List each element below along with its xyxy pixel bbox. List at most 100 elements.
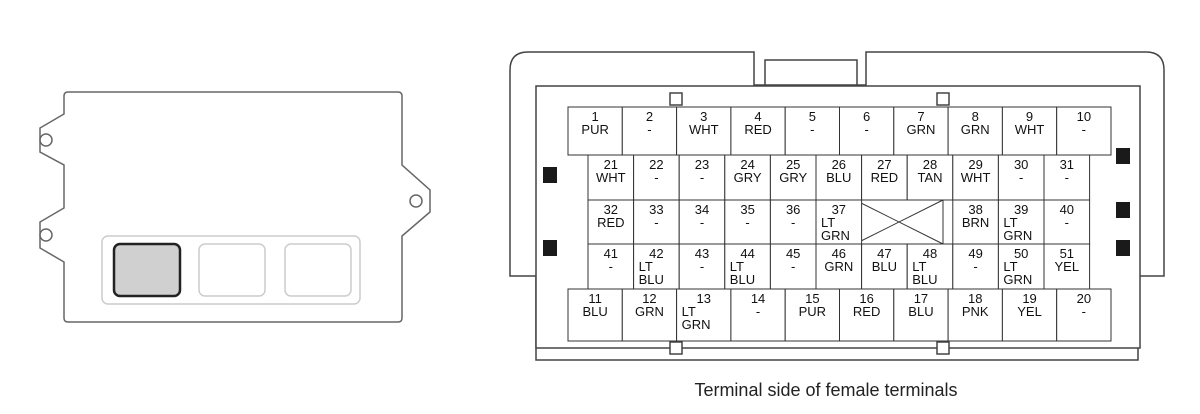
wire-color: BLU (908, 304, 933, 319)
wire-color: - (1019, 170, 1023, 185)
terminal-number: 2 (646, 109, 653, 124)
wire-color: - (654, 170, 658, 185)
wire-color: - (700, 170, 704, 185)
terminal-cavity (1043, 199, 1091, 245)
wire-color: RED (597, 215, 624, 230)
terminal-number: 11 (588, 291, 602, 306)
wire-color: BLU (872, 259, 897, 274)
terminal-number: 19 (1022, 291, 1036, 306)
terminal-cavity (678, 243, 726, 290)
terminal-cavity (784, 106, 841, 156)
terminal-number: 23 (695, 157, 709, 172)
terminal-cell-30: 30- (997, 154, 1045, 201)
alignment-key-left-2 (543, 240, 557, 256)
terminal-number: 32 (604, 202, 618, 217)
terminal-number: 30 (1014, 157, 1028, 172)
terminal-cavity (676, 288, 732, 342)
terminal-cell-41: 41- (587, 243, 635, 290)
terminal-number: 26 (832, 157, 846, 172)
terminal-cavity (724, 243, 771, 290)
wire-color: PUR (799, 304, 826, 319)
wire-color: LT (1003, 215, 1017, 230)
wire-color: BLU (826, 170, 851, 185)
terminal-cavity (769, 154, 817, 201)
terminal-number: 3 (700, 109, 707, 124)
wire-color: - (1065, 215, 1069, 230)
wire-color: RED (871, 170, 898, 185)
terminal-cavity (997, 243, 1045, 290)
terminal-cavity (839, 106, 895, 156)
terminal-cavity (730, 106, 786, 156)
mounting-hole-bottom-left (39, 228, 53, 242)
terminal-cavity (784, 288, 841, 342)
alignment-key-left-1 (543, 167, 557, 183)
wire-color: GRN (824, 259, 853, 274)
terminal-cavity (1043, 243, 1091, 290)
terminal-cell-34: 34- (678, 199, 726, 245)
key-notch-bottom-right (936, 341, 950, 355)
terminal-cavity (587, 154, 635, 201)
wire-color: GRN (907, 122, 936, 137)
terminal-number: 22 (649, 157, 663, 172)
terminal-cavity (906, 243, 954, 290)
wire-color: LT (912, 259, 926, 274)
terminal-cavity (1056, 288, 1112, 342)
terminal-number: 46 (832, 246, 846, 261)
terminal-number: 47 (877, 246, 891, 261)
wire-color: GRN (961, 122, 990, 137)
terminal-cavity (997, 199, 1045, 245)
wire-color: LT (1003, 259, 1017, 274)
terminal-cell-14: 14- (730, 288, 786, 342)
wire-color: - (756, 304, 760, 319)
wire-color: GRN (1003, 272, 1032, 287)
wire-color: BLU (583, 304, 608, 319)
wire-color: GRN (821, 228, 850, 243)
terminal-cavity (1056, 106, 1112, 156)
wire-color: WHT (596, 170, 626, 185)
wire-color: - (700, 259, 704, 274)
terminal-cell-45: 45- (769, 243, 817, 290)
terminal-number: 38 (968, 202, 982, 217)
terminal-number: 27 (877, 157, 891, 172)
wire-color: - (810, 122, 814, 137)
terminal-cell-31: 31- (1043, 154, 1091, 201)
terminal-number: 14 (751, 291, 765, 306)
terminal-number: 8 (972, 109, 979, 124)
terminal-cavity (567, 288, 623, 342)
blocked-cavity (854, 199, 944, 245)
terminal-cell-5: 5- (784, 106, 841, 156)
terminal-cavity (952, 243, 999, 290)
wire-color: - (864, 122, 868, 137)
terminal-number: 37 (832, 202, 846, 217)
connector-port-middle (198, 243, 266, 297)
terminal-cavity (769, 199, 817, 245)
wire-color: - (973, 259, 977, 274)
terminal-cavity (839, 288, 895, 342)
terminal-cavity (724, 199, 771, 245)
terminal-number: 12 (642, 291, 656, 306)
terminal-number: 4 (754, 109, 761, 124)
terminal-number: 28 (923, 157, 937, 172)
wire-color: - (700, 215, 704, 230)
wire-color: - (609, 259, 613, 274)
wire-color: LT (821, 215, 835, 230)
mounting-hole-right (409, 194, 423, 208)
wire-color: - (791, 215, 795, 230)
wire-color: YEL (1017, 304, 1042, 319)
terminal-number: 43 (695, 246, 709, 261)
